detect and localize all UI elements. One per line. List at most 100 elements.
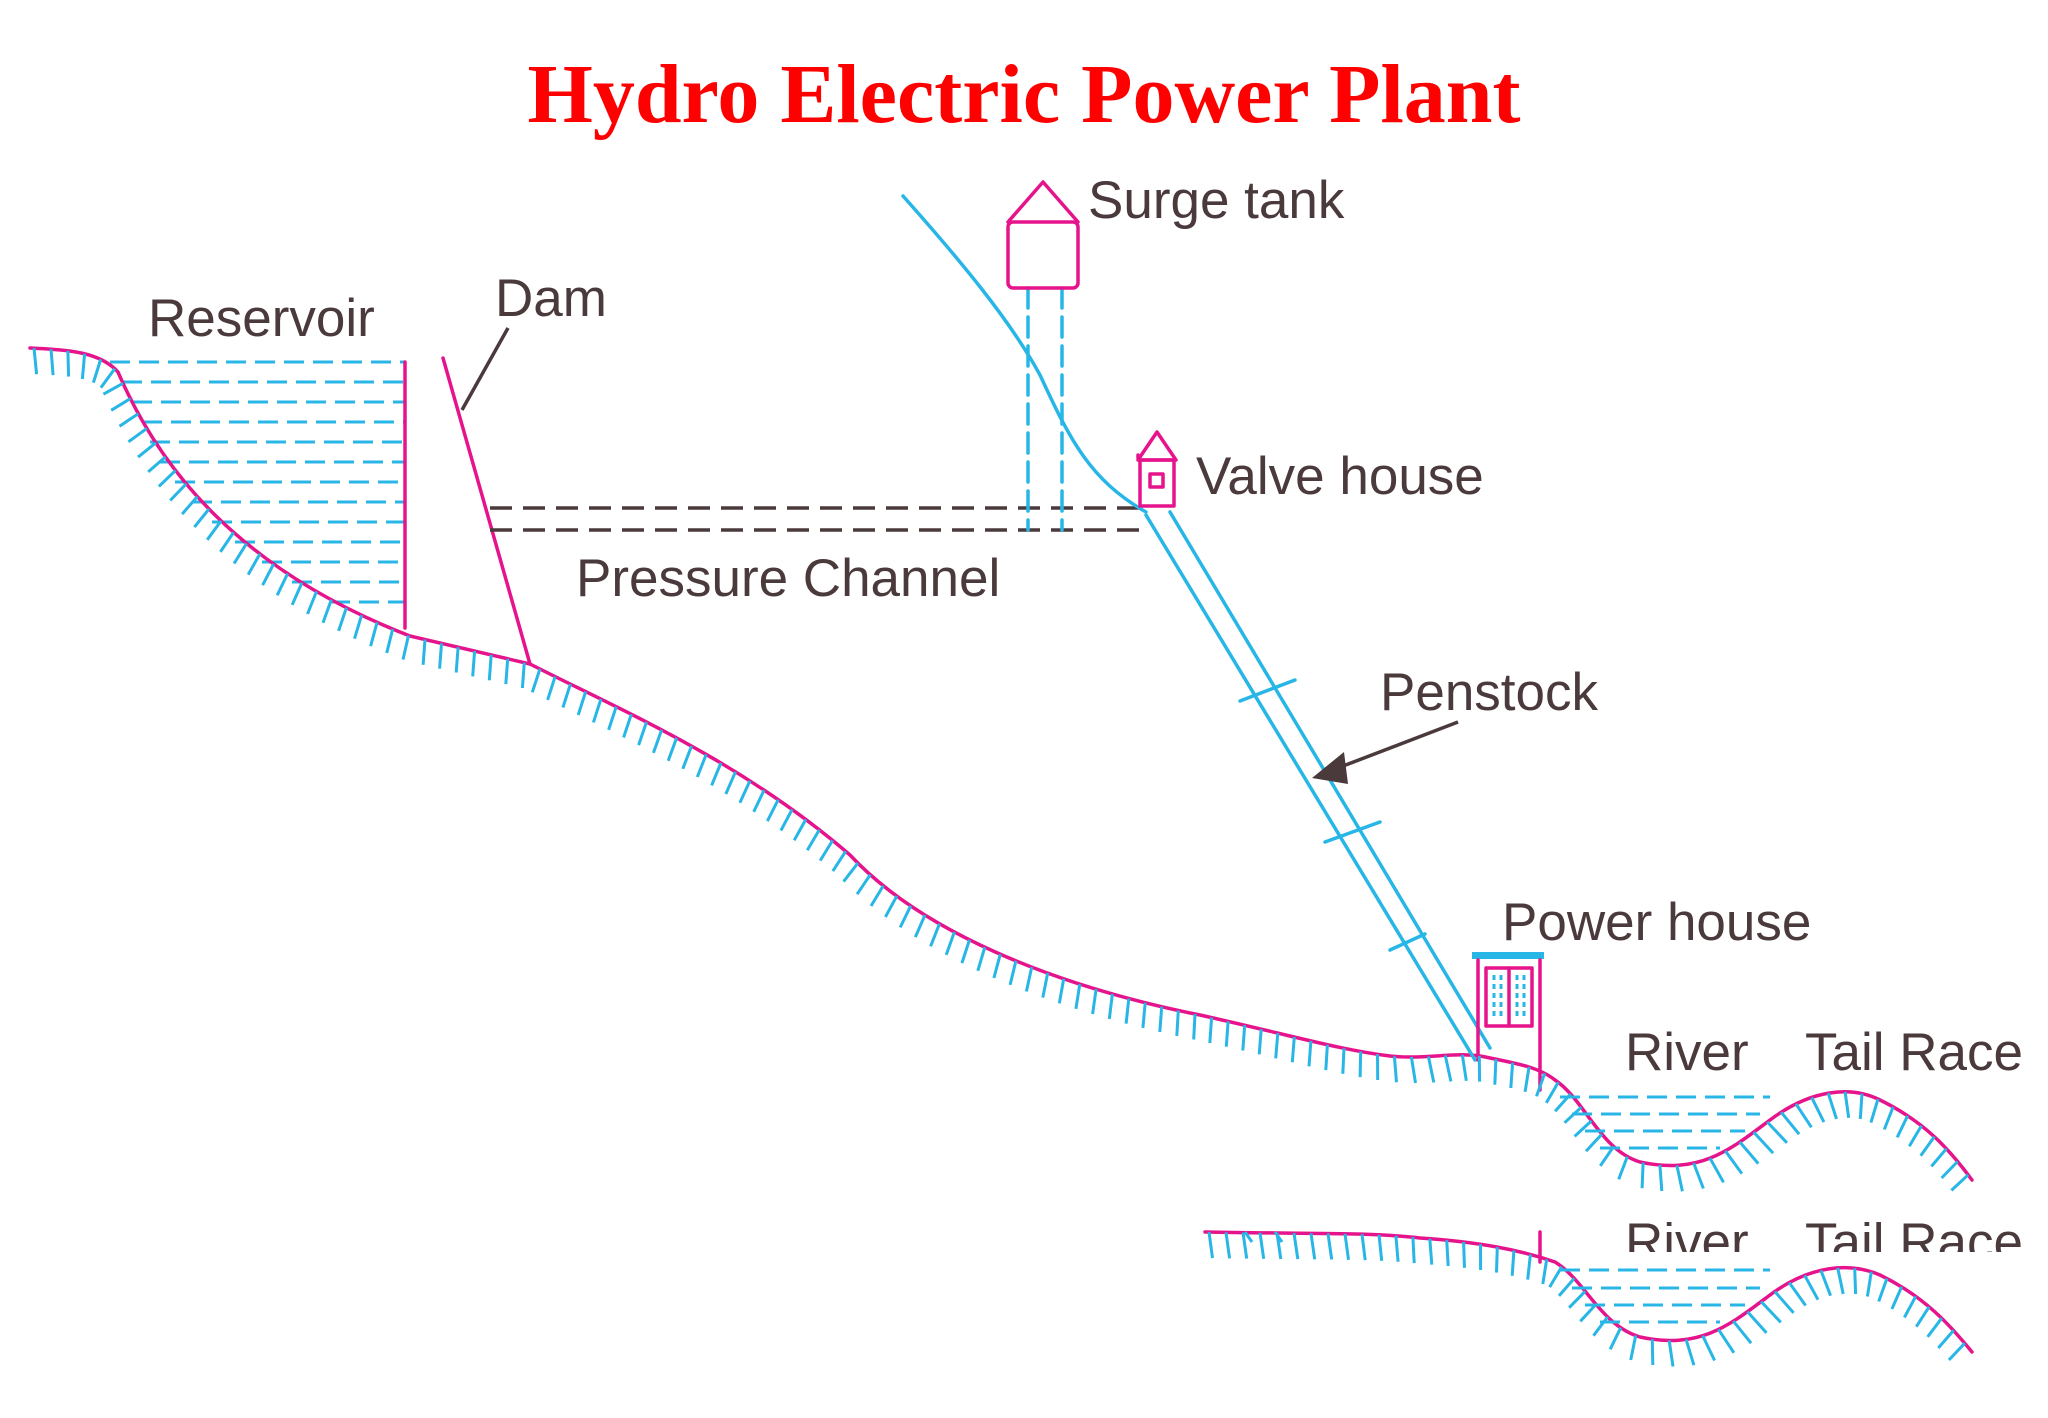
- hatch-tick: [1257, 1028, 1263, 1055]
- hatch-tick: [1563, 1106, 1583, 1124]
- tail-race-label-duplicate: Tail Race: [1805, 1213, 2023, 1272]
- hatch-tick: [438, 643, 443, 669]
- hatch-tick: [651, 729, 664, 754]
- hatch-tick: [1794, 1103, 1813, 1129]
- hatch-tick: [1658, 1164, 1664, 1192]
- hatch-tick: [219, 531, 235, 553]
- hatch-tick: [193, 508, 211, 529]
- hatch-tick: [110, 397, 132, 412]
- hatch-tick: [1858, 1093, 1864, 1120]
- hatch-tick: [1919, 1135, 1936, 1157]
- hatch-tick: [1788, 1281, 1807, 1307]
- hatch-tick: [1274, 1032, 1280, 1059]
- hatch-tick: [1392, 1056, 1398, 1083]
- hatch-tick: [1428, 1238, 1434, 1265]
- power-house: [1472, 952, 1544, 1092]
- hatch-tick: [205, 520, 223, 541]
- hill-slope: [901, 194, 1148, 514]
- river-water: [1560, 1095, 1770, 1150]
- hatch-tick: [1409, 1056, 1417, 1084]
- hatch-tick: [1692, 1162, 1705, 1190]
- hatch-tick: [1608, 1327, 1623, 1350]
- hatch-tick: [1667, 1340, 1675, 1367]
- hatch-tick: [1869, 1098, 1880, 1124]
- hatch-tick: [1640, 1162, 1645, 1189]
- hatch-tick: [454, 647, 460, 673]
- hatch-tick: [1509, 1062, 1515, 1089]
- hatch-tick: [1526, 1254, 1532, 1280]
- hatch-tick: [607, 706, 618, 731]
- hatch-tick: [666, 737, 679, 762]
- hatch-tick: [275, 572, 289, 596]
- hatch-tick: [710, 762, 723, 786]
- dam-pointer: [460, 327, 510, 411]
- hatch-tick: [818, 839, 834, 862]
- hatch-tick: [752, 789, 766, 813]
- hatch-tick: [1717, 1328, 1736, 1354]
- hatch-tick: [1275, 1232, 1283, 1260]
- dam-label: Dam: [495, 269, 607, 328]
- hatch-tick: [1773, 1290, 1795, 1314]
- hatch-tick: [385, 628, 395, 654]
- hatch-tick: [520, 662, 526, 689]
- hatch-tick: [622, 713, 633, 738]
- hatch-tick: [1724, 1150, 1744, 1175]
- hatch-tick: [147, 455, 167, 474]
- hatch-tick: [1411, 1237, 1416, 1264]
- hatch-tick: [1915, 1305, 1931, 1328]
- hatch-tick: [1008, 960, 1018, 986]
- hatch-tick: [1650, 1339, 1655, 1366]
- hatch-tick: [1877, 1277, 1889, 1303]
- hatch-tick: [1207, 1231, 1214, 1259]
- hatch-tick: [1343, 1233, 1350, 1261]
- ground-hatching: [32, 348, 1970, 1367]
- hatch-tick: [1124, 998, 1131, 1024]
- hatch-tick: [102, 381, 124, 396]
- hatch-tick: [1895, 1115, 1909, 1139]
- hatch-tick: [1107, 993, 1114, 1020]
- hatch-tick: [421, 639, 427, 665]
- hatch-tick: [960, 939, 971, 964]
- hatch-tick: [261, 563, 275, 586]
- hatch-tick: [1377, 1234, 1384, 1261]
- hatch-tick: [401, 635, 410, 660]
- hatch-tick: [1292, 1232, 1300, 1260]
- hatch-tick: [1843, 1091, 1851, 1119]
- hatch-tick: [1926, 1317, 1943, 1338]
- hatch-tick: [1557, 1277, 1576, 1297]
- hatch-tick: [32, 348, 39, 375]
- hatch-tick: [1629, 1335, 1638, 1361]
- hatch-tick: [1732, 1320, 1753, 1345]
- hatch-tick: [1826, 1092, 1838, 1120]
- hatch-tick: [1493, 1059, 1498, 1085]
- hatch-tick: [546, 676, 557, 701]
- dam: [403, 356, 532, 666]
- hatch-tick: [1675, 1165, 1684, 1192]
- hatch-tick: [1940, 1160, 1959, 1180]
- hatch-tick: [1024, 966, 1034, 992]
- hatch-tick: [1523, 1066, 1531, 1093]
- hatch-tick: [1158, 1006, 1164, 1033]
- hatch-tick: [1074, 983, 1082, 1010]
- reservoir-water: [110, 360, 405, 604]
- hatch-tick: [1766, 1120, 1788, 1144]
- hatch-tick: [1548, 1265, 1564, 1288]
- surge-tank-label: Surge tank: [1088, 171, 1345, 230]
- hatch-tick: [471, 650, 477, 677]
- hatch-tick: [1573, 1119, 1593, 1138]
- hatch-tick: [913, 914, 927, 938]
- hatch-tick: [831, 850, 847, 872]
- hatch-tick: [1426, 1056, 1436, 1083]
- hatch-tick: [1579, 1303, 1598, 1323]
- hatch-tick: [1937, 1329, 1955, 1349]
- hatch-tick: [369, 621, 379, 647]
- power-house-label: Power house: [1502, 893, 1811, 952]
- hatch-tick: [1324, 1044, 1329, 1071]
- hatch-tick: [306, 590, 318, 615]
- penstock: [1144, 510, 1492, 1062]
- hatch-tick: [1290, 1036, 1296, 1063]
- hatch-tick: [137, 441, 157, 459]
- surge-tank: [1006, 180, 1080, 290]
- hatch-tick: [1930, 1147, 1948, 1168]
- hatch-tick: [1326, 1233, 1334, 1260]
